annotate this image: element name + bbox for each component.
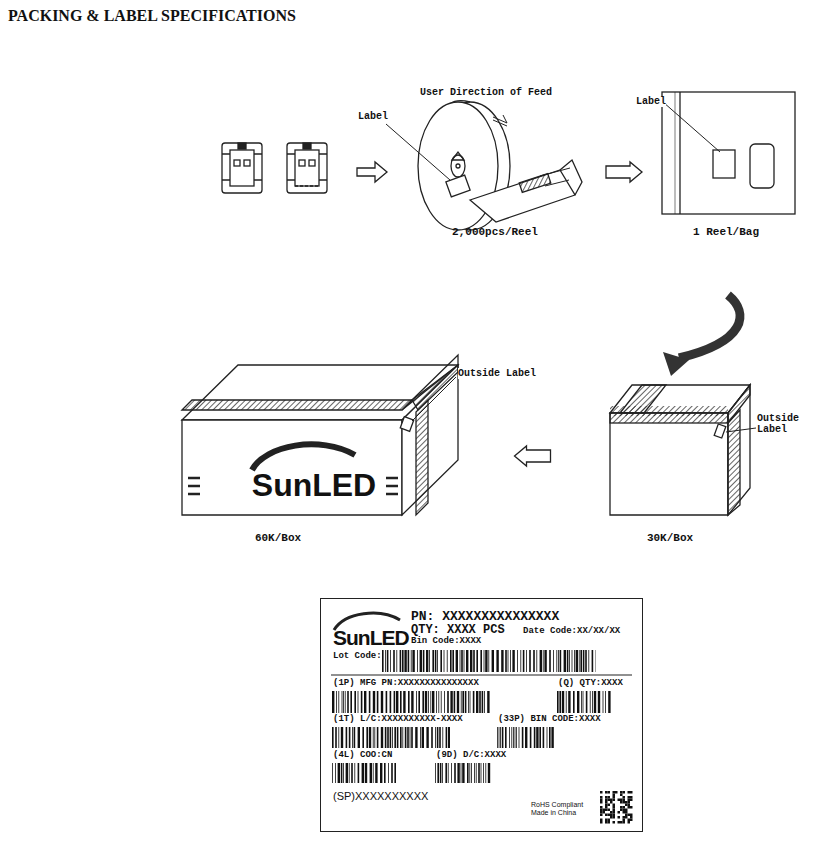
flow-arrow bbox=[515, 446, 551, 466]
label-card: SunLEDPN: XXXXXXXXXXXXXXXQTY: XXXX PCS Da… bbox=[320, 598, 643, 832]
label-card bbox=[331, 613, 633, 823]
field: PN: XXXXXXXXXXXXXXX bbox=[411, 610, 559, 624]
field: Bin Code:XXXX bbox=[411, 637, 481, 647]
field: (1P) MFG PN:XXXXXXXXXXXXXXX bbox=[333, 679, 479, 689]
led-part bbox=[222, 143, 327, 193]
field: (9D) D/C:XXXX bbox=[436, 751, 506, 761]
reel bbox=[386, 101, 582, 230]
logo-text: SunLED bbox=[333, 626, 409, 649]
caption: 30K/Box bbox=[610, 532, 730, 544]
caption: 60K/Box bbox=[218, 532, 338, 544]
carton-small bbox=[610, 385, 756, 515]
caption: 1 Reel/Bag bbox=[650, 226, 802, 238]
callout: Label bbox=[636, 96, 666, 107]
note: RoHS Compliant Made in China bbox=[531, 801, 595, 816]
title: PACKING & LABEL SPECIFICATIONS bbox=[8, 7, 296, 25]
carton-large bbox=[182, 355, 458, 515]
field: Date Code:XX/XX/XX bbox=[523, 627, 620, 637]
callout: Label bbox=[358, 111, 388, 122]
caption: 2,000pcs/Reel bbox=[392, 226, 598, 238]
callout: Outside Label bbox=[757, 413, 819, 435]
package-stage: 30K/Box bbox=[560, 380, 790, 550]
field: (1T) L/C:XXXXXXXXXX-XXXX bbox=[333, 715, 463, 725]
flow-arrow bbox=[679, 295, 740, 358]
field: Lot Code: bbox=[333, 652, 382, 662]
callout: Outside Label bbox=[458, 368, 536, 379]
bag bbox=[662, 92, 795, 214]
package-stage: 2,000pcs/Reel bbox=[392, 80, 598, 245]
field: QTY: XXXX PCS bbox=[411, 624, 505, 637]
field: (Q) QTY:XXXX bbox=[558, 679, 623, 689]
arrow-head bbox=[663, 352, 689, 376]
direction-note: User Direction of Feed bbox=[420, 87, 552, 98]
package-stage: 1 Reel/Bag bbox=[650, 88, 802, 245]
logo-text: SunLED bbox=[234, 468, 394, 503]
flow-arrow bbox=[606, 162, 642, 182]
flow-arrow bbox=[357, 162, 387, 182]
field: (4L) COO:CN bbox=[333, 751, 392, 761]
field: (33P) BIN CODE:XXXX bbox=[498, 715, 601, 725]
package-stage: SunLED 60K/Box bbox=[178, 362, 505, 550]
field: (SP)XXXXXXXXXX bbox=[333, 790, 428, 802]
